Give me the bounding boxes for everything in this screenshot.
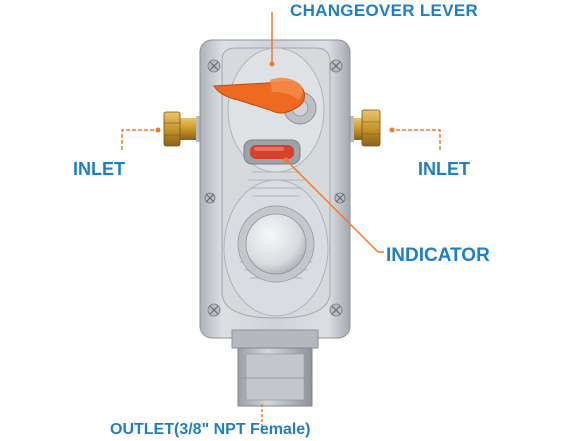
- leader-inlet-left: [121, 129, 158, 150]
- leader-indicator: [285, 159, 384, 253]
- leader-lines: [121, 12, 441, 430]
- label-outlet: OUTLET(3/8" NPT Female): [110, 421, 311, 438]
- leader-inlet-right: [392, 129, 441, 150]
- label-inlet-right: INLET: [418, 159, 470, 179]
- label-changeover-lever: CHANGEOVER LEVER: [290, 1, 479, 20]
- indicator-window: [243, 139, 301, 165]
- changeover-lever: [213, 77, 317, 125]
- center-cap: [237, 205, 315, 283]
- outlet-fitting: [231, 329, 319, 407]
- leader-dots: [155, 61, 395, 163]
- label-inlet-left: INLET: [73, 159, 125, 179]
- label-indicator: INDICATOR: [386, 245, 490, 266]
